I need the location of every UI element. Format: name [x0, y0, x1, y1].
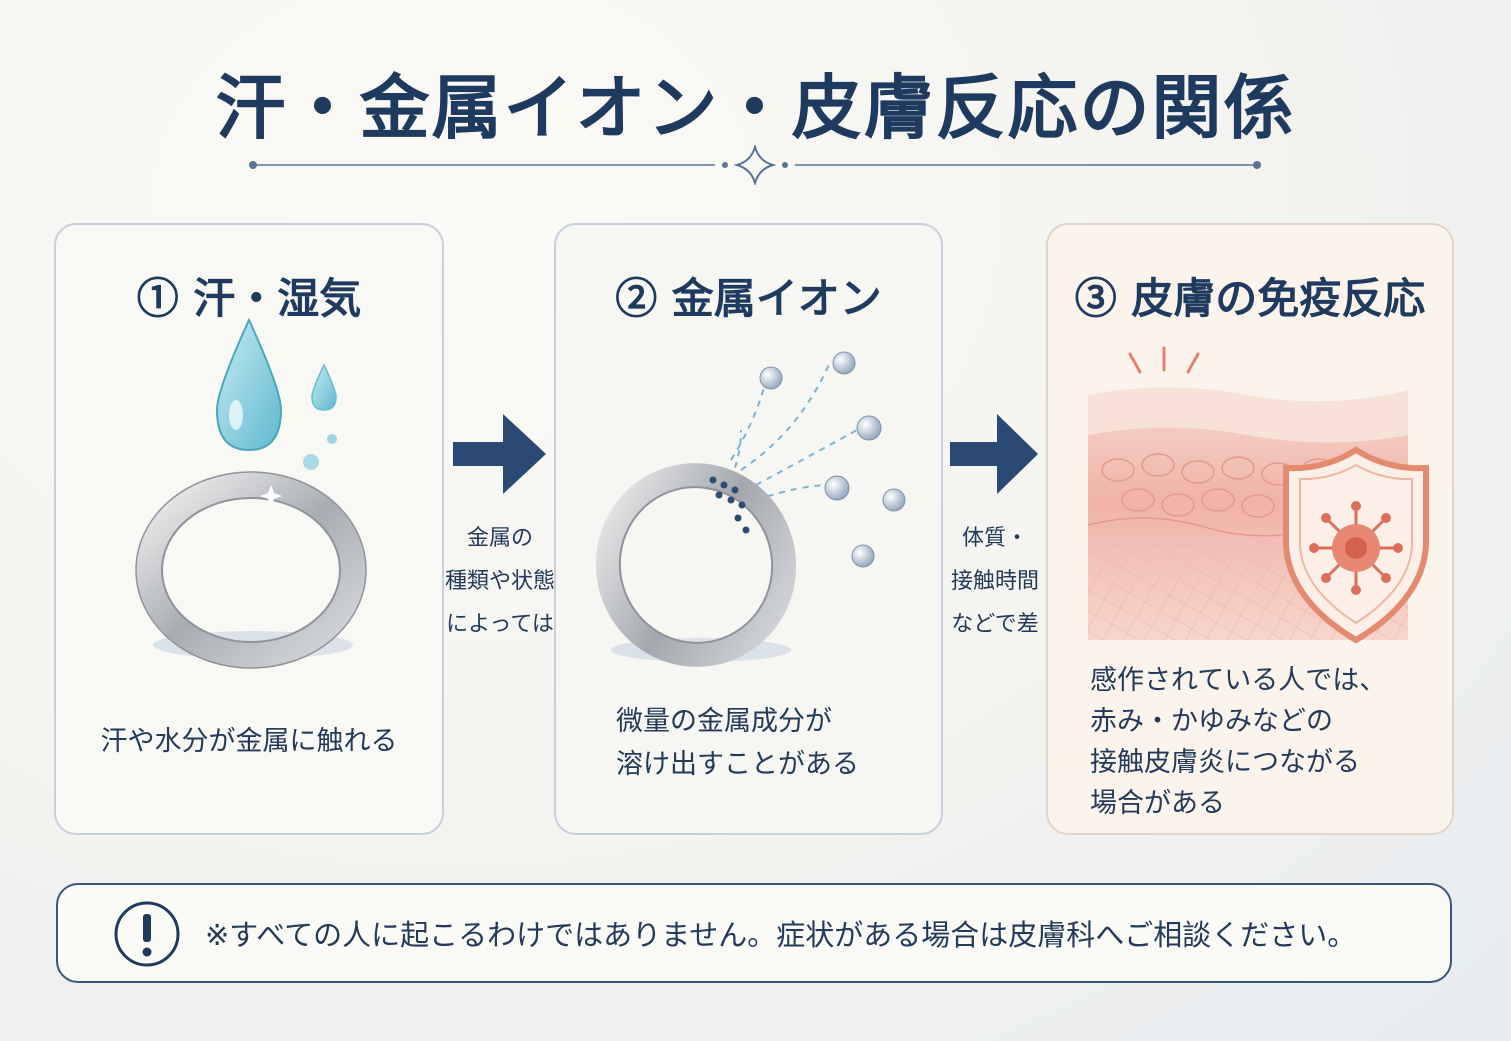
step-card-skin-reaction: ③ 皮膚の免疫反応: [1046, 223, 1454, 835]
disclaimer-note: ※すべての人に起こるわけではありません。症状がある場合は皮膚科へご相談ください。: [56, 883, 1452, 983]
title-divider: [249, 145, 1261, 185]
step-card-sweat: ① 汗・湿気 汗や水分が金属に触れる: [54, 223, 444, 835]
arrow-condition-label: 体質・ 接触時間 などで差: [950, 526, 1039, 637]
small-drop-icon: [311, 363, 337, 411]
arrow-condition-label: 金属の 種類や状態 によっては: [444, 526, 555, 637]
metal-ion-icon: [759, 351, 906, 568]
skin-layers-illustration: [1088, 346, 1429, 644]
step-card-metal-ion: ② 金属イオン: [554, 223, 943, 835]
water-drop-icon: [215, 317, 283, 452]
step-title: ③ 皮膚の免疫反応: [1074, 274, 1426, 323]
ring-icon: [595, 463, 797, 667]
ion-ring-illustration: [595, 351, 906, 667]
disclaimer-text: ※すべての人に起こるわけではありません。症状がある場合は皮膚科へご相談ください。: [205, 918, 1357, 952]
ring-icon: [136, 472, 366, 668]
sparkle-icon: [733, 145, 777, 185]
step-description: 感作されている人では、 赤み・かゆみなどの 接触皮膚炎につながる 場合がある: [1090, 665, 1387, 819]
sweat-ring-illustration: [135, 317, 367, 669]
arrow-right-icon: [950, 414, 1038, 494]
step-description: 微量の金属成分が 溶け出すことがある: [616, 706, 859, 780]
step-description: 汗や水分が金属に触れる: [100, 726, 398, 757]
page-title: 汗・金属イオン・皮膚反応の関係: [215, 66, 1296, 149]
step-title: ① 汗・湿気: [136, 274, 362, 323]
exclamation-icon: [114, 901, 180, 967]
immune-shield-icon: [1283, 446, 1429, 644]
step-title: ② 金属イオン: [615, 274, 882, 323]
arrow-right-icon: [453, 414, 546, 494]
